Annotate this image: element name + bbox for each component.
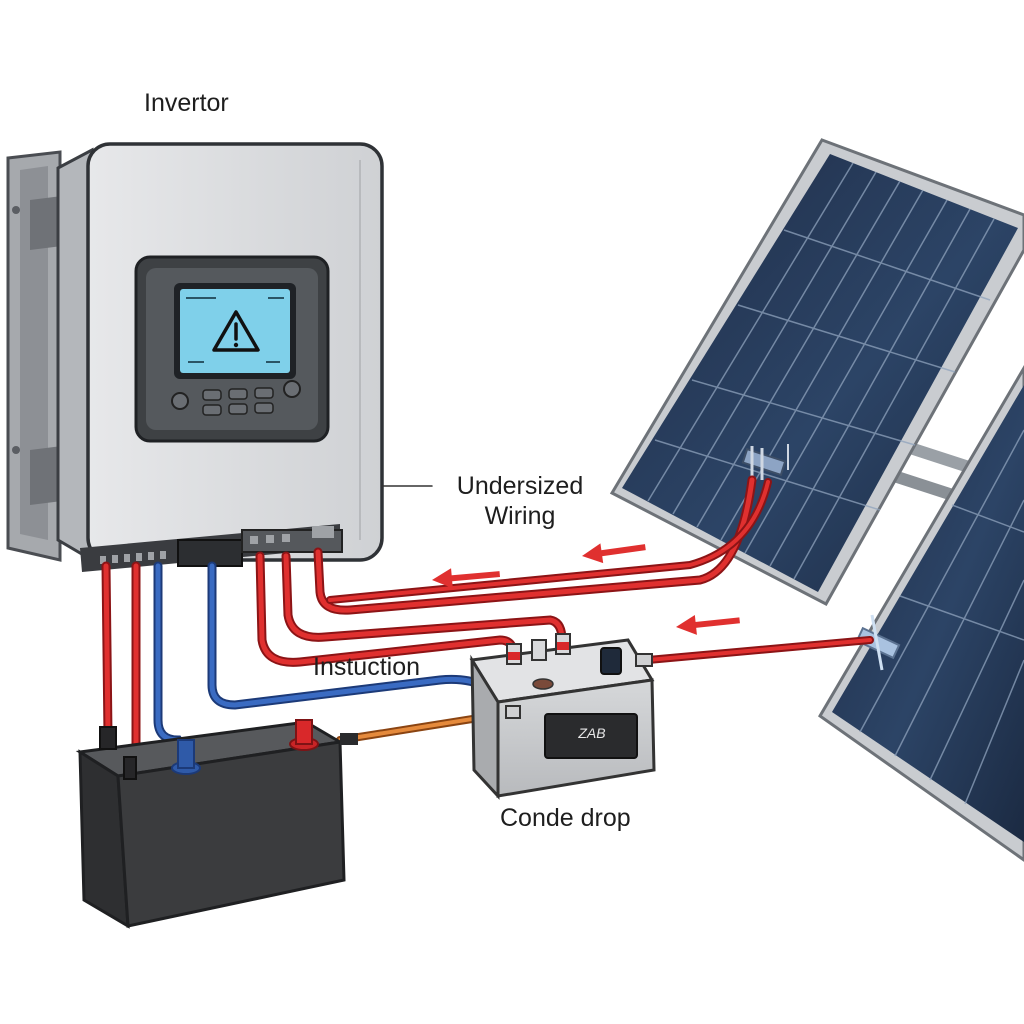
undersized-wiring-label-line1: Undersized	[456, 472, 584, 500]
arrow-left-icon	[432, 543, 740, 635]
inverter	[6, 142, 384, 572]
inverter-buttons[interactable]	[171, 380, 301, 416]
solar-panel-1	[609, 138, 1024, 607]
battery-terminal-negative	[177, 739, 195, 769]
battery	[75, 719, 358, 929]
box-display-text: ZAB	[577, 725, 605, 741]
right-round-button[interactable]	[283, 380, 301, 398]
solar-panel-2	[818, 365, 1024, 862]
left-round-button[interactable]	[171, 392, 189, 410]
battery-terminal-left	[99, 726, 117, 750]
warning-triangle-icon	[212, 310, 260, 352]
conde-drop-label: Conde drop	[500, 804, 631, 832]
box-display	[544, 713, 638, 759]
instruction-label: Instuction	[313, 653, 421, 681]
panel-1-junction	[741, 444, 789, 480]
junction-box: ZAB	[469, 633, 656, 800]
battery-terminal-positive	[295, 719, 313, 745]
undersized-wiring-label: Undersized Wiring	[450, 471, 590, 531]
undersized-wiring-label-line2: Wiring	[484, 502, 556, 530]
inverter-label: Invertor	[144, 89, 229, 117]
panel-2-junction	[855, 614, 901, 671]
